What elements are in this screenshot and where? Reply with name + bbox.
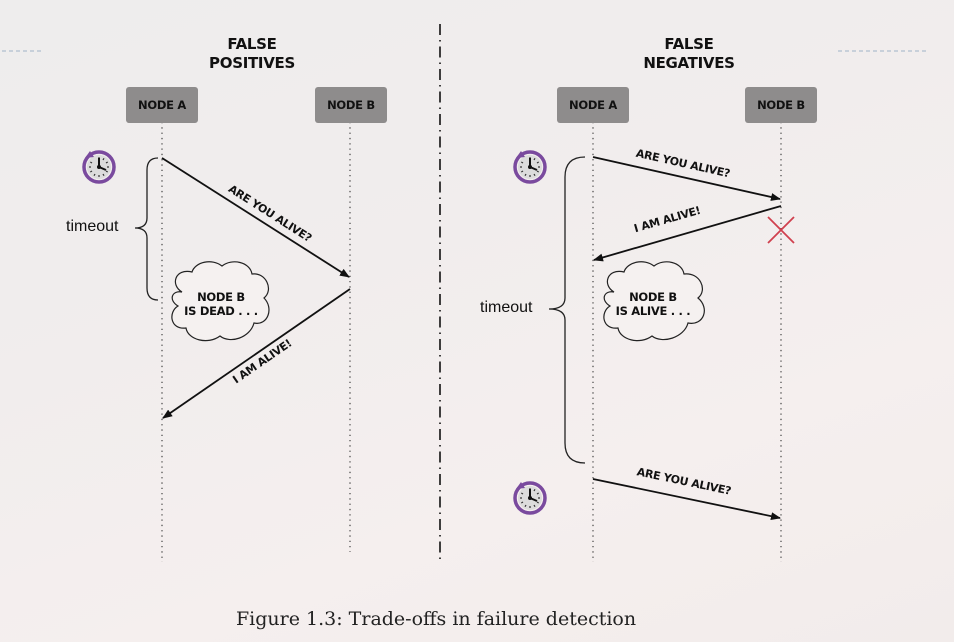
title-line-2: POSITIVES bbox=[209, 54, 295, 72]
timeout-brace-right bbox=[548, 156, 586, 464]
thought-cloud-right bbox=[603, 261, 705, 342]
title-line-2: NEGATIVES bbox=[643, 54, 735, 72]
thought-cloud-left bbox=[171, 261, 270, 342]
thought-line-1: NODE B bbox=[629, 290, 677, 304]
timeout-brace-left bbox=[134, 157, 159, 301]
timeout-label-right: timeout bbox=[480, 299, 533, 316]
title-line-1: FALSE bbox=[227, 35, 277, 53]
timer-clock-icon bbox=[513, 480, 547, 515]
left-panel-title: FALSE POSITIVES bbox=[152, 35, 352, 73]
figure-caption: Figure 1.3: Trade-offs in failure detect… bbox=[236, 608, 637, 630]
timer-clock-icon bbox=[513, 149, 547, 184]
crash-x-icon bbox=[767, 216, 795, 244]
arrow-left-are-you-alive bbox=[161, 157, 350, 278]
thought-line-2: IS DEAD . . . bbox=[184, 304, 258, 318]
node-a-label: NODE A bbox=[569, 98, 617, 112]
right-panel-title: FALSE NEGATIVES bbox=[589, 35, 789, 73]
thought-line-1: NODE B bbox=[197, 290, 245, 304]
arrow-right-i-am-alive bbox=[593, 205, 782, 262]
thought-line-2: IS ALIVE . . . bbox=[615, 304, 691, 318]
timer-clock-icon bbox=[82, 149, 116, 184]
node-a-label: NODE A bbox=[138, 98, 186, 112]
arrow-left-i-am-alive bbox=[162, 288, 351, 419]
node-b-label: NODE B bbox=[327, 98, 375, 112]
node-b-box-right: NODE B bbox=[745, 87, 817, 123]
arrow-right-are-you-alive-2 bbox=[592, 478, 781, 521]
node-a-box-right: NODE A bbox=[557, 87, 629, 123]
timeout-label-left: timeout bbox=[66, 218, 119, 235]
arrow-right-are-you-alive-1 bbox=[592, 156, 781, 201]
node-b-label: NODE B bbox=[757, 98, 805, 112]
node-a-box-left: NODE A bbox=[126, 87, 198, 123]
thought-text-left: NODE B IS DEAD . . . bbox=[166, 290, 276, 318]
title-line-1: FALSE bbox=[664, 35, 714, 53]
thought-text-right: NODE B IS ALIVE . . . bbox=[598, 290, 708, 318]
node-b-box-left: NODE B bbox=[315, 87, 387, 123]
